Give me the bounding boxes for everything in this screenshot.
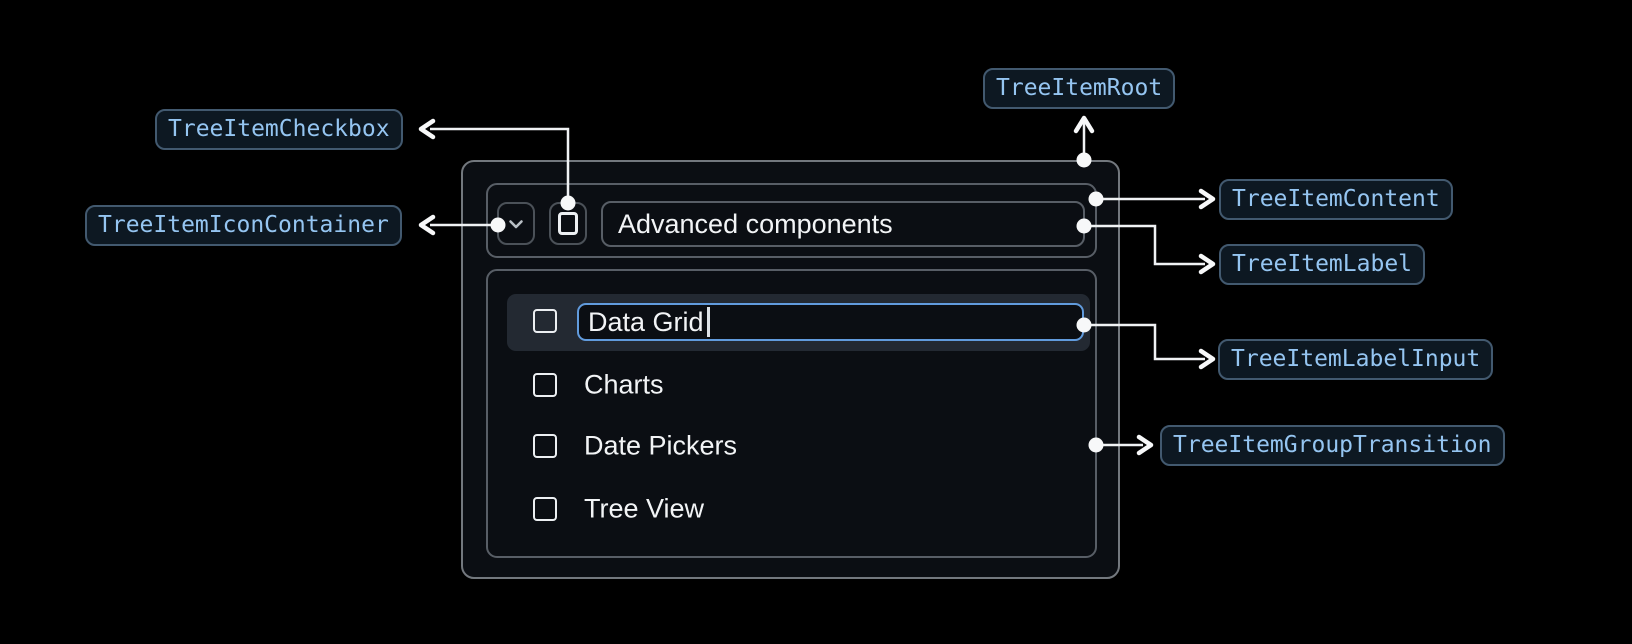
expand-button[interactable] bbox=[497, 202, 535, 245]
badge-tree-item-content: TreeItemContent bbox=[1219, 179, 1453, 220]
checkbox-unchecked-icon[interactable] bbox=[533, 497, 557, 521]
badge-tree-item-icon-container: TreeItemIconContainer bbox=[85, 205, 402, 246]
checkbox-unchecked-icon bbox=[558, 212, 578, 235]
tree-row[interactable]: Tree View bbox=[507, 489, 1090, 529]
label-input-value: Data Grid bbox=[588, 306, 704, 337]
checkbox-unchecked-icon[interactable] bbox=[533, 373, 557, 397]
badge-tree-item-root: TreeItemRoot bbox=[983, 68, 1176, 109]
checkbox-unchecked-icon[interactable] bbox=[533, 434, 557, 458]
tree-item-content-box[interactable] bbox=[486, 183, 1097, 258]
tree-item-label-input[interactable]: Data Grid bbox=[577, 303, 1084, 341]
tree-row-label: Date Pickers bbox=[584, 430, 738, 461]
checkbox-unchecked-icon[interactable] bbox=[533, 309, 557, 333]
chevron-down-icon bbox=[509, 219, 523, 228]
text-caret bbox=[706, 307, 710, 337]
parent-checkbox-button[interactable] bbox=[549, 202, 587, 245]
tree-row-editing[interactable]: Data Grid bbox=[507, 294, 1090, 351]
tree-item-label-box: Advanced components bbox=[601, 201, 1085, 247]
tree-item-root-panel bbox=[461, 160, 1120, 579]
badge-tree-item-checkbox: TreeItemCheckbox bbox=[155, 109, 403, 150]
badge-tree-item-label-input: TreeItemLabelInput bbox=[1218, 339, 1494, 380]
tree-row-label: Tree View bbox=[584, 493, 705, 524]
tree-row[interactable]: Charts bbox=[507, 365, 1090, 405]
tree-item-group-box bbox=[486, 269, 1097, 558]
badge-tree-item-label: TreeItemLabel bbox=[1219, 244, 1426, 285]
badge-tree-item-group-transition: TreeItemGroupTransition bbox=[1160, 425, 1505, 466]
tree-row-label: Charts bbox=[584, 369, 664, 400]
tree-item-label-text: Advanced components bbox=[618, 208, 893, 239]
tree-row[interactable]: Date Pickers bbox=[507, 426, 1090, 466]
